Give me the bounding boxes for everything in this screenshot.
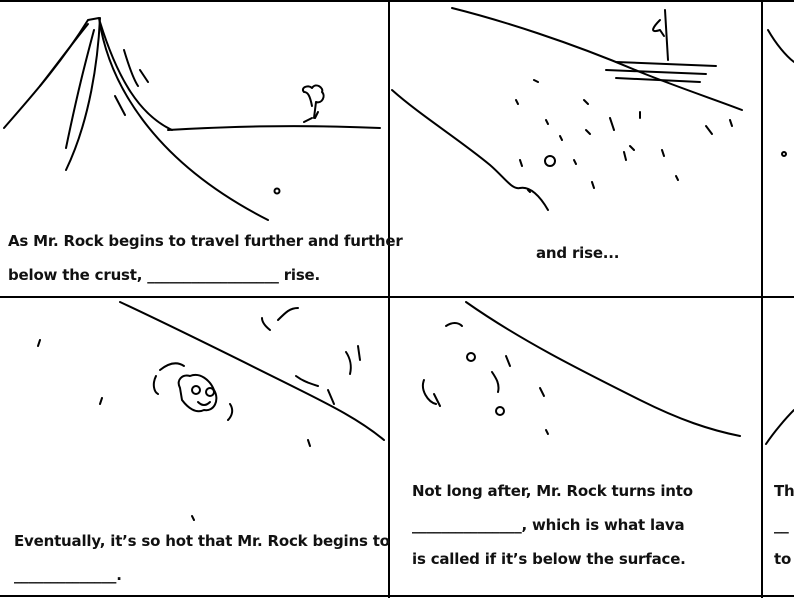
- caption-line: Th: [774, 482, 794, 500]
- volcano-drawing: [3, 17, 381, 221]
- mr-rock-face: [191, 385, 215, 406]
- mr-rock-small: [273, 187, 281, 195]
- caption-line: Eventually, it’s so hot that Mr. Rock be…: [14, 532, 390, 550]
- mr-rock-small: [495, 406, 505, 416]
- caption-line: below the crust, __________________ rise…: [8, 266, 321, 284]
- caption-panel-6-partial: Th __ to: [774, 474, 794, 576]
- caption-line: ______________.: [14, 566, 122, 584]
- partial-panel-drawing: [765, 409, 794, 445]
- caption-line: is called if it’s below the surface.: [412, 550, 686, 568]
- caption-panel-4: Eventually, it’s so hot that Mr. Rock be…: [14, 524, 390, 592]
- tree-drawing: [302, 84, 325, 123]
- heating-drawing: [37, 301, 385, 521]
- caption-line: and rise...: [536, 244, 620, 262]
- caption-panel-1: As Mr. Rock begins to travel further and…: [8, 224, 403, 292]
- mr-rock-small: [544, 155, 556, 167]
- mr-rock-small: [466, 352, 476, 362]
- partial-panel-drawing: [767, 29, 794, 157]
- caption-line: __: [774, 516, 789, 534]
- caption-panel-2: and rise...: [536, 236, 619, 270]
- caption-panel-5: Not long after, Mr. Rock turns into ____…: [412, 474, 693, 576]
- underground-drawing: [391, 7, 743, 211]
- caption-line: Not long after, Mr. Rock turns into: [412, 482, 693, 500]
- caption-line: As Mr. Rock begins to travel further and…: [8, 232, 403, 250]
- caption-line: _______________, which is what lava: [412, 516, 685, 534]
- magma-drawing: [422, 301, 741, 437]
- caption-line: to: [774, 550, 792, 568]
